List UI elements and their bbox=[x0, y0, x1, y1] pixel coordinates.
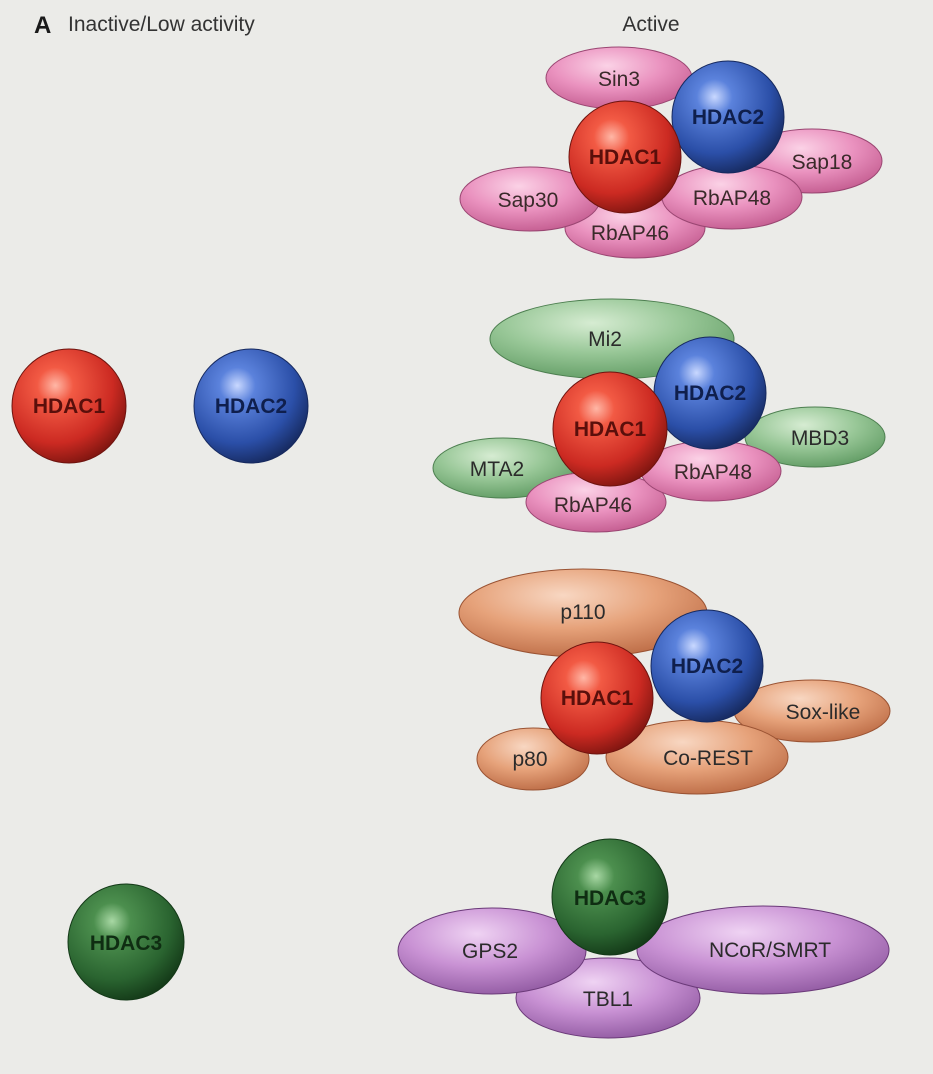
sin3-sap30-label: Sap30 bbox=[498, 189, 559, 212]
inactive-hdac3-label: HDAC3 bbox=[90, 932, 162, 955]
nurd-hdac2-label: HDAC2 bbox=[674, 382, 746, 405]
corest-complex: p110 Sox-like p80 Co-REST HDAC2 HDAC1 bbox=[458, 568, 891, 795]
corest-p80-label: p80 bbox=[512, 748, 547, 771]
ncor-tbl1-label: TBL1 bbox=[583, 988, 633, 1011]
nurd-mbd3-label: MBD3 bbox=[791, 427, 849, 450]
corest-hdac2-label: HDAC2 bbox=[671, 655, 743, 678]
sin3-hdac2: HDAC2 bbox=[671, 60, 785, 174]
nurd-complex: Mi2 MBD3 MTA2 RbAP46 RbAP48 HDAC2 HDAC1 bbox=[432, 298, 886, 533]
corest-p80-oval: p80 bbox=[476, 727, 590, 791]
left-header: Inactive/Low activity bbox=[68, 13, 255, 36]
corest-hdac2: HDAC2 bbox=[650, 609, 764, 723]
corest-hdac1: HDAC1 bbox=[540, 641, 654, 755]
ncor-gps2-label: GPS2 bbox=[462, 940, 518, 963]
nurd-rbap46-label: RbAP46 bbox=[554, 494, 632, 517]
sin3-hdac1: HDAC1 bbox=[568, 100, 682, 214]
corest-hdac1-label: HDAC1 bbox=[561, 687, 634, 710]
sin3-label: Sin3 bbox=[598, 68, 640, 91]
nurd-mta2-oval: MTA2 bbox=[432, 437, 574, 499]
inactive-hdac1-label: HDAC1 bbox=[33, 395, 106, 418]
inactive-hdac2: HDAC2 bbox=[193, 348, 309, 464]
corest-corest-oval: Co-REST bbox=[605, 719, 789, 795]
corest-p110-label: p110 bbox=[560, 601, 605, 624]
ncor-ncor-label: NCoR/SMRT bbox=[709, 939, 831, 962]
sin3-rbap46-oval: RbAP46 bbox=[564, 197, 706, 259]
nurd-mbd3-oval: MBD3 bbox=[744, 406, 886, 468]
nurd-mta2-label: MTA2 bbox=[470, 458, 524, 481]
nurd-mi2-label: Mi2 bbox=[588, 328, 622, 351]
nurd-hdac1-label: HDAC1 bbox=[574, 418, 647, 441]
ncor-hdac3: HDAC3 bbox=[551, 838, 669, 956]
sin3-oval: Sin3 bbox=[545, 46, 693, 110]
sin3-sap18-label: Sap18 bbox=[792, 151, 853, 174]
ncor-ncor-oval: NCoR/SMRT bbox=[636, 905, 890, 995]
sin3-sap30-oval: Sap30 bbox=[459, 166, 601, 232]
nurd-rbap48-label: RbAP48 bbox=[674, 461, 752, 484]
sin3-hdac2-label: HDAC2 bbox=[692, 106, 764, 129]
corest-soxlike-label: Sox-like bbox=[786, 701, 861, 724]
nurd-rbap48-oval: RbAP48 bbox=[640, 440, 782, 502]
ncor-hdac3-label: HDAC3 bbox=[574, 887, 646, 910]
corest-soxlike-oval: Sox-like bbox=[733, 679, 891, 743]
nurd-rbap46-oval: RbAP46 bbox=[525, 471, 667, 533]
panel-letter: A bbox=[34, 12, 51, 39]
ncor-gps2-oval: GPS2 bbox=[397, 907, 587, 995]
ncor-complex: TBL1 GPS2 NCoR/SMRT HDAC3 bbox=[397, 838, 890, 1039]
nurd-hdac1: HDAC1 bbox=[552, 371, 668, 487]
right-header: Active bbox=[622, 13, 679, 36]
sin3-complex: Sin3 Sap18 RbAP46 Sap30 RbAP48 HDAC2 HDA… bbox=[459, 46, 883, 259]
inactive-hdac2-label: HDAC2 bbox=[215, 395, 287, 418]
inactive-hdac1: HDAC1 bbox=[11, 348, 127, 464]
sin3-rbap48-oval: RbAP48 bbox=[661, 164, 803, 230]
sin3-rbap46-label: RbAP46 bbox=[591, 222, 669, 245]
inactive-hdac3: HDAC3 bbox=[67, 883, 185, 1001]
corest-corest-label: Co-REST bbox=[663, 747, 753, 770]
sin3-hdac1-label: HDAC1 bbox=[589, 146, 662, 169]
corest-p110-oval: p110 bbox=[458, 568, 708, 658]
sin3-rbap48-label: RbAP48 bbox=[693, 187, 771, 210]
nurd-hdac2: HDAC2 bbox=[653, 336, 767, 450]
